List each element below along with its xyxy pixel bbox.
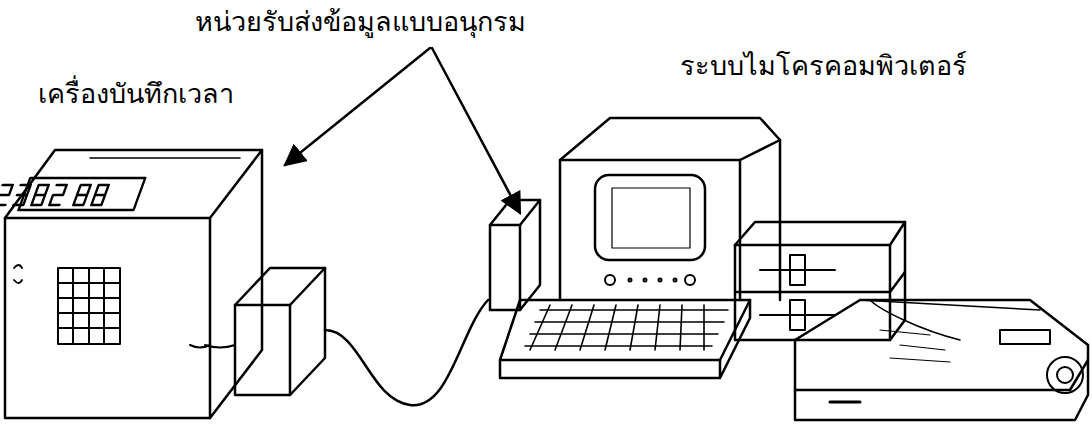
caption-label: หน่วยรับส่งข้อมูลแบบอนุกรม (195, 6, 526, 38)
leader-arrow (285, 48, 520, 213)
time-recorder-drawing: ​ (0, 150, 262, 418)
caption-label: ระบบไมโครคอมพิวเตอร์ (680, 50, 967, 82)
caption-label: เครื่องบันทึกเวลา (38, 78, 234, 110)
serial-cable (325, 300, 488, 405)
microcomputer-drawing (500, 118, 1088, 420)
serial-unit-drawing (490, 200, 540, 310)
serial-unit-drawing (205, 268, 325, 395)
